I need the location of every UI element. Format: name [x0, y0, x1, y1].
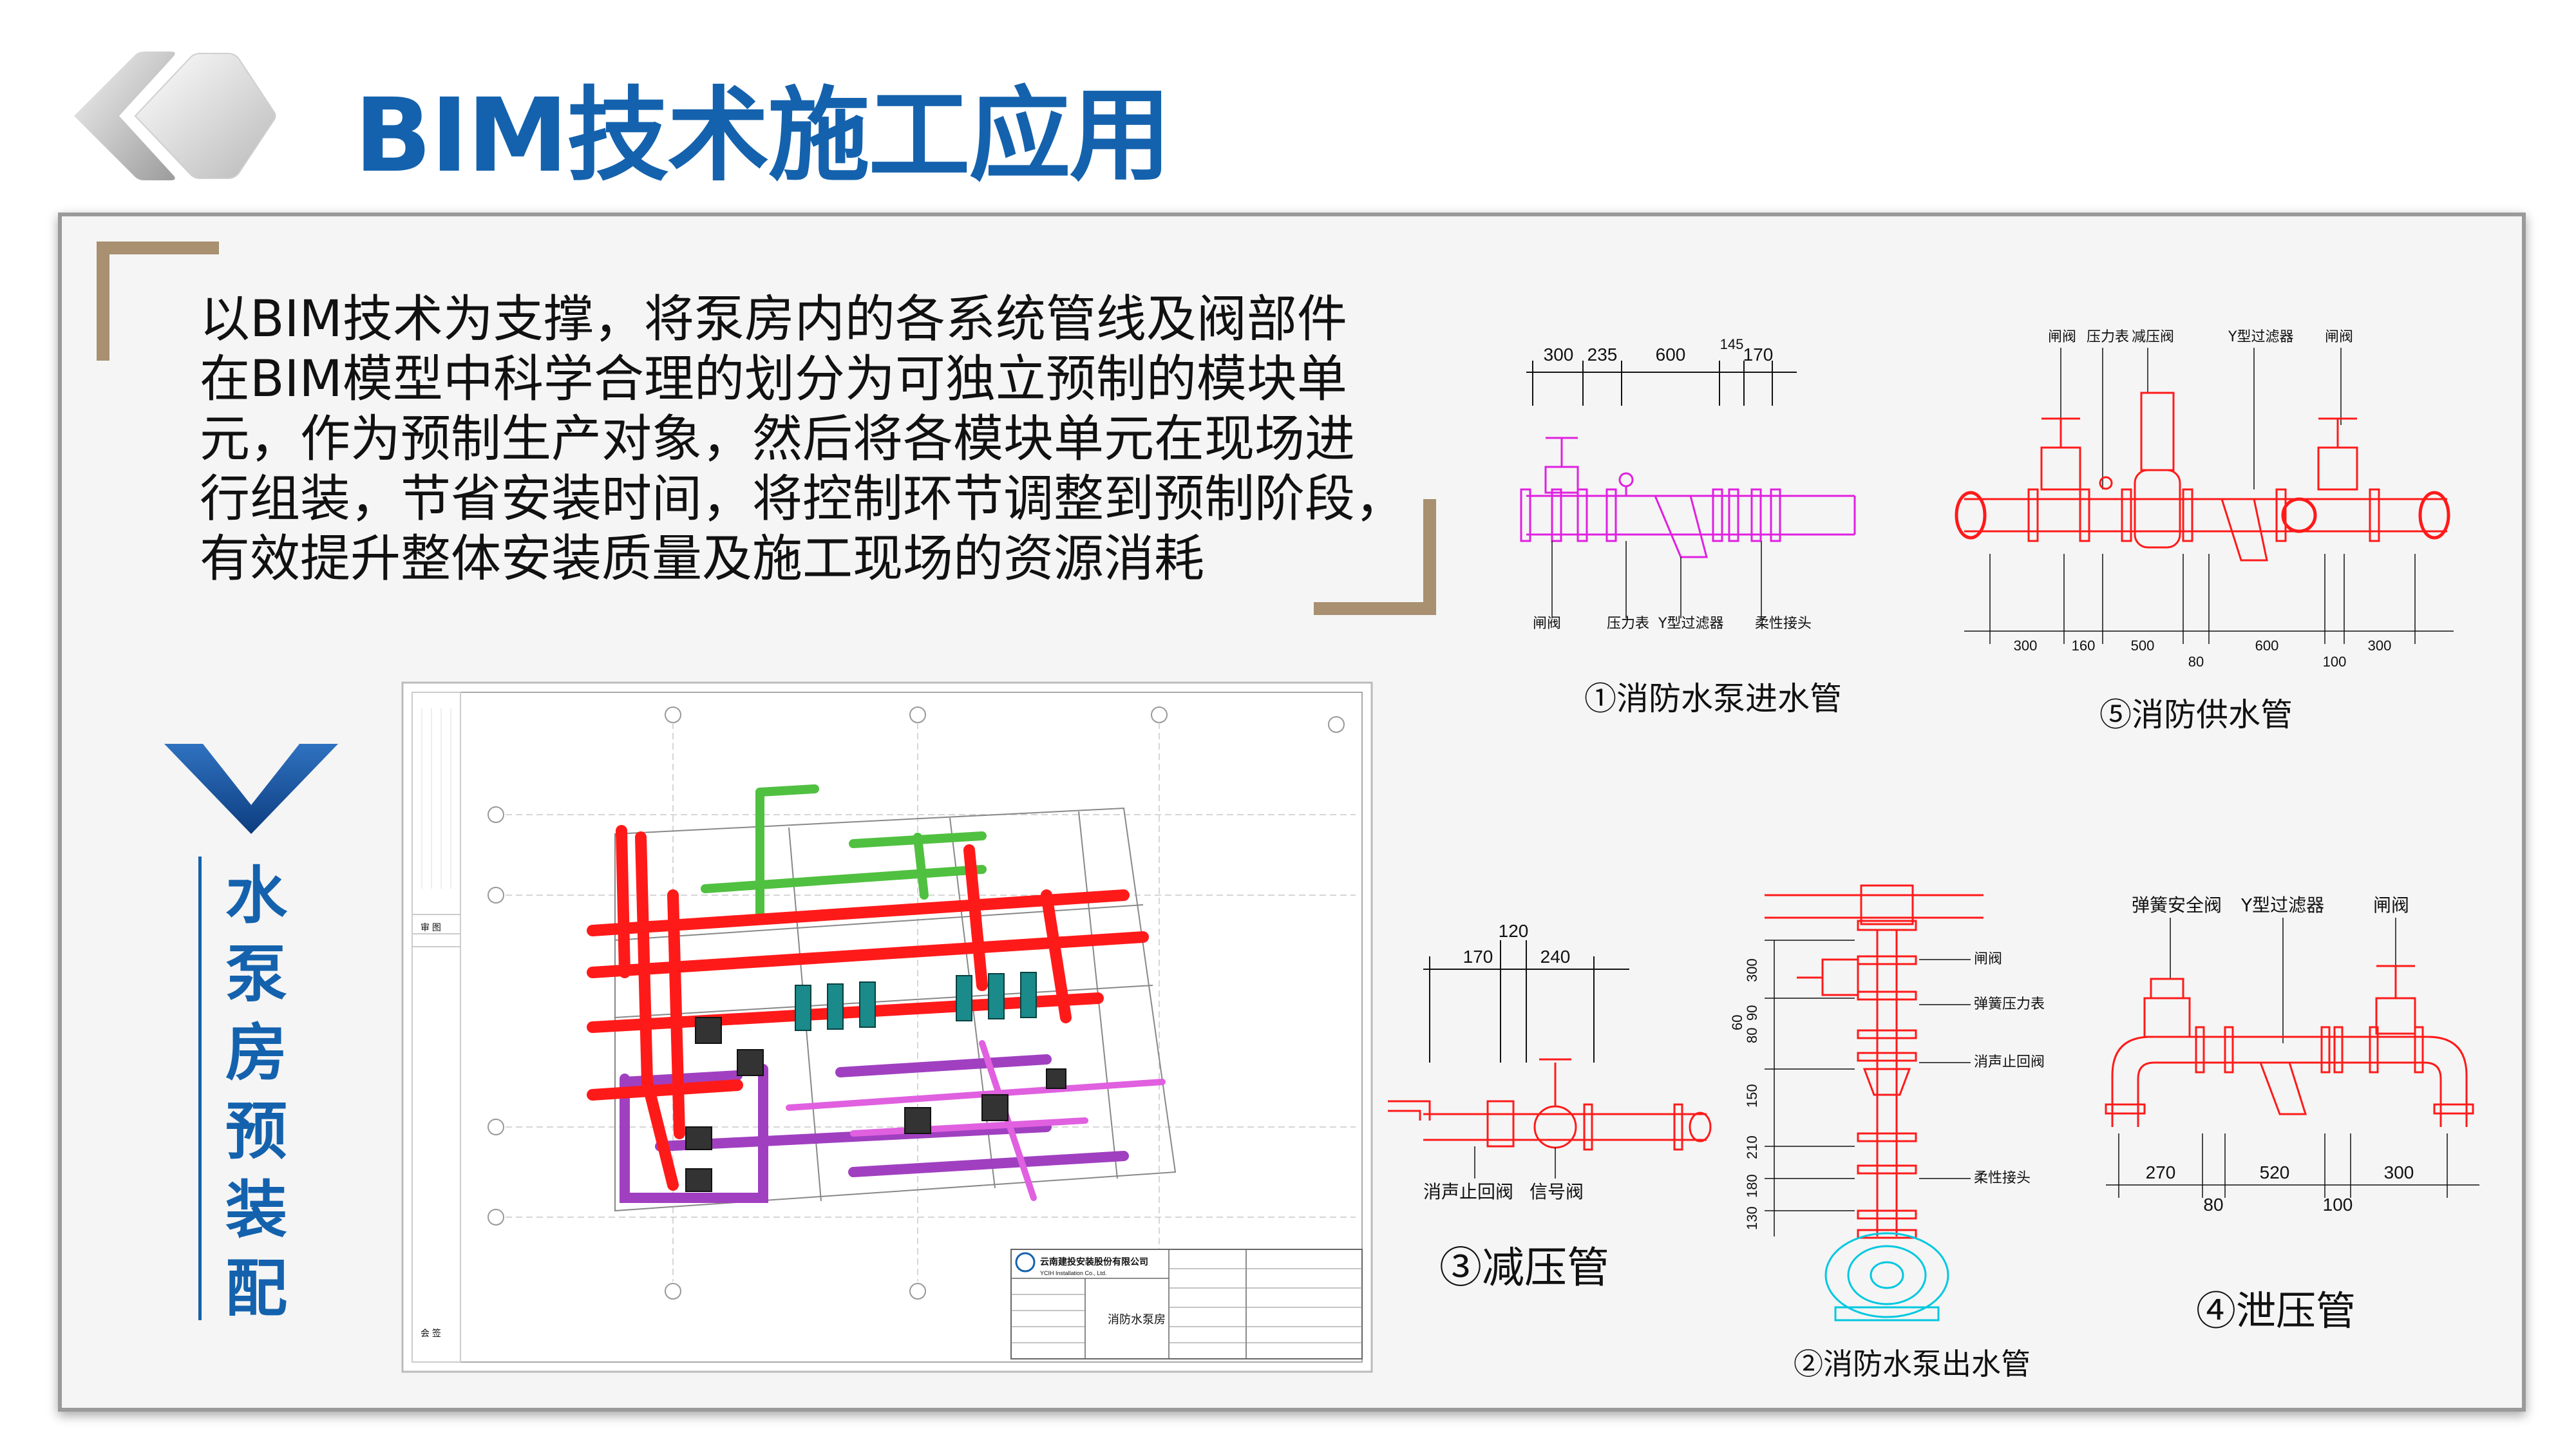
component-label: 柔性接头 — [1755, 616, 1812, 632]
component-label: Y型过滤器 — [2240, 895, 2324, 916]
component-label: 闸阀 — [1533, 616, 1561, 632]
intro-line: 行组装，节省安装时间，将控制环节调整到预制阶段， — [200, 470, 1406, 528]
caption-fire-pump-outlet-pipe: ②消防水泵出水管 — [1794, 1347, 2031, 1381]
component-label: 减压阀 — [2132, 329, 2174, 345]
sidebar-char: 预 — [225, 1095, 287, 1168]
caption-pressure-reducing-pipe: ③减压管 — [1439, 1243, 1609, 1293]
sheet-name: 消防水泵房 — [1108, 1313, 1166, 1326]
sidebar-char: 装 — [225, 1174, 287, 1246]
blue-chevron-down-icon — [164, 744, 338, 834]
component-label: 压力表 — [2087, 329, 2129, 345]
component-label: 消声止回阀 — [1423, 1181, 1513, 1202]
dim-label: 210 — [1744, 1135, 1760, 1159]
diagram-fire-pump-inlet-pipe: 300 235 600 145 170 闸阀 压力表 Y型过滤器 柔性接头 — [1520, 336, 1856, 632]
dim-label: 170 — [1743, 345, 1774, 365]
dim-label: 600 — [1656, 345, 1686, 365]
intro-paragraph: 以BIM技术为支撑，将泵房内的各系统管线及阀部件 在BIM模型中科学合理的划分为… — [200, 290, 1406, 589]
component-label: Y型过滤器 — [2228, 329, 2293, 345]
diagram-fire-pump-outlet-pipe: 300 60 80 90 150 210 180 130 闸阀 弹簧压力表 消声… — [1729, 884, 2045, 1321]
dim-label: 600 — [2255, 638, 2279, 654]
component-label: Y型过滤器 — [1658, 616, 1723, 632]
dim-label: 60 — [1729, 1015, 1745, 1030]
sidebar-label: 水 泵 房 预 装 配 — [218, 857, 295, 1328]
component-label: 弹簧安全阀 — [2132, 895, 2222, 916]
component-label: 闸阀 — [1974, 951, 2002, 967]
component-label: 弹簧压力表 — [1974, 996, 2045, 1012]
component-label: 闸阀 — [2325, 329, 2353, 345]
sidebar-char: 房 — [225, 1017, 287, 1089]
company-name-en: YCIH Installation Co., Ltd. — [1040, 1270, 1107, 1276]
corner-bracket-top-left — [97, 242, 219, 361]
component-label: 消声止回阀 — [1974, 1054, 2045, 1070]
component-label: 柔性接头 — [1974, 1170, 2031, 1186]
caption-pressure-relief-pipe: ④泄压管 — [2196, 1287, 2356, 1334]
sidebar-divider — [198, 857, 202, 1320]
diagram-fire-water-supply-pipe: 闸阀 压力表 减压阀 Y型过滤器 闸阀 300 160 500 80 600 1… — [1955, 329, 2454, 670]
sidebar-char: 配 — [225, 1253, 287, 1325]
sidebar-char: 水 — [225, 860, 287, 932]
intro-line: 元，作为预制生产对象，然后将各模块单元在现场进 — [200, 410, 1356, 468]
dim-label: 120 — [1499, 921, 1529, 941]
dim-label: 100 — [2323, 1195, 2353, 1215]
dim-label: 520 — [2260, 1162, 2290, 1182]
dim-label: 300 — [2014, 638, 2038, 654]
dim-label: 300 — [2384, 1162, 2414, 1182]
dim-label: 80 — [1744, 1028, 1760, 1043]
dim-label: 130 — [1744, 1206, 1760, 1230]
dim-label: 500 — [2131, 638, 2155, 654]
page-title: BIM技术施工应用 — [354, 77, 1171, 195]
dim-label: 170 — [1463, 947, 1493, 967]
dim-label: 160 — [2072, 638, 2096, 654]
corner-bracket-bottom-right — [1314, 499, 1436, 615]
dim-label: 145 — [1720, 336, 1744, 352]
drawing-side-label: 会 签 — [421, 1328, 441, 1338]
diagram-pressure-relief-pipe: 弹簧安全阀 Y型过滤器 闸阀 270 80 520 100 300 — [2105, 895, 2479, 1215]
intro-line: 在BIM模型中科学合理的划分为可独立预制的模块单 — [200, 350, 1347, 408]
component-label: 信号阀 — [1530, 1181, 1584, 1202]
component-label: 压力表 — [1607, 616, 1649, 632]
dim-label: 235 — [1587, 345, 1618, 365]
dim-label: 150 — [1744, 1084, 1760, 1108]
dim-label: 180 — [1744, 1174, 1760, 1198]
sidebar-char: 泵 — [225, 938, 287, 1010]
dim-label: 90 — [1744, 1005, 1760, 1021]
dim-label: 100 — [2323, 654, 2347, 670]
dim-label: 270 — [2146, 1162, 2176, 1182]
dim-label: 300 — [2368, 638, 2392, 654]
component-label: 闸阀 — [2373, 895, 2409, 916]
dim-label: 80 — [2188, 654, 2204, 670]
diagram-pressure-reducing-pipe: 120 170 240 消声止回阀 信号阀 — [1388, 921, 1712, 1202]
intro-line: 有效提升整体安装质量及施工现场的资源消耗 — [200, 530, 1205, 588]
dim-label: 300 — [1744, 958, 1760, 982]
drawing-side-label: 审 图 — [421, 922, 441, 933]
dim-label: 240 — [1540, 947, 1571, 967]
company-name: 云南建投安装股份有限公司 — [1040, 1256, 1148, 1267]
grey-diamond-logo-icon — [74, 52, 276, 180]
dim-label: 300 — [1544, 345, 1574, 365]
component-label: 闸阀 — [2048, 329, 2076, 345]
caption-fire-pump-inlet-pipe: ①消防水泵进水管 — [1584, 680, 1842, 717]
intro-line: 以BIM技术为支撑，将泵房内的各系统管线及阀部件 — [200, 290, 1347, 348]
dim-label: 80 — [2203, 1195, 2223, 1215]
drawing-title-block: 云南建投安装股份有限公司 YCIH Installation Co., Ltd.… — [1010, 1249, 1363, 1359]
caption-fire-water-supply-pipe: ⑤消防供水管 — [2099, 696, 2293, 734]
bim-pump-room-drawing: 审 图 会 签 — [401, 681, 1373, 1373]
